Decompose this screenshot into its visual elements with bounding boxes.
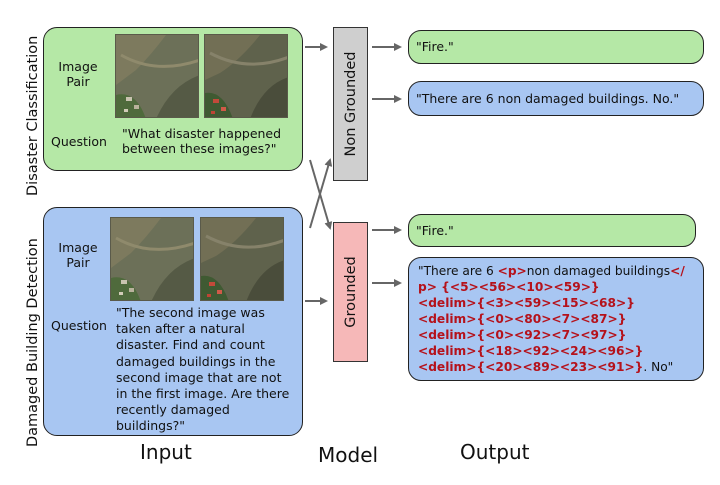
question-label: Question [51, 318, 107, 333]
output-grounded-buildings: "There are 6 <p>non damaged buildings</ … [408, 257, 704, 381]
post-disaster-image [204, 34, 288, 118]
non-grounded-model-box: Non Grounded [333, 27, 368, 181]
pre-disaster-image [110, 217, 194, 301]
output-text: "There are 6 non damaged buildings. No." [416, 91, 680, 106]
output-text: "Fire." [416, 39, 454, 54]
input-box-disaster-classification: Image Pair Question "What disaster happe [43, 27, 303, 171]
post-disaster-image [200, 217, 284, 301]
question-text: "The second image was taken after a natu… [116, 305, 290, 434]
output-grounded-fire: "Fire." [408, 214, 696, 247]
arrow-cross-up [309, 158, 333, 229]
model-column-label: Model [318, 443, 379, 467]
question-label: Question [51, 134, 107, 149]
input-column-label: Input [140, 440, 192, 464]
output-nongrounded-fire: "Fire." [408, 30, 704, 64]
input-box-damaged-building: Image Pair Question "The second image wa [43, 207, 303, 436]
grounded-model-box: Grounded [333, 222, 368, 362]
output-text: "Fire." [416, 223, 454, 238]
pre-disaster-image [115, 34, 199, 118]
image-pair-label: Image Pair [58, 240, 98, 270]
question-text: "What disaster happened between these im… [122, 126, 282, 156]
grounded-output-text: "There are 6 <p>non damaged buildings</ … [418, 264, 685, 374]
output-nongrounded-buildings: "There are 6 non damaged buildings. No." [408, 81, 704, 116]
output-column-label: Output [460, 440, 530, 464]
image-pair-label: Image Pair [58, 59, 98, 89]
